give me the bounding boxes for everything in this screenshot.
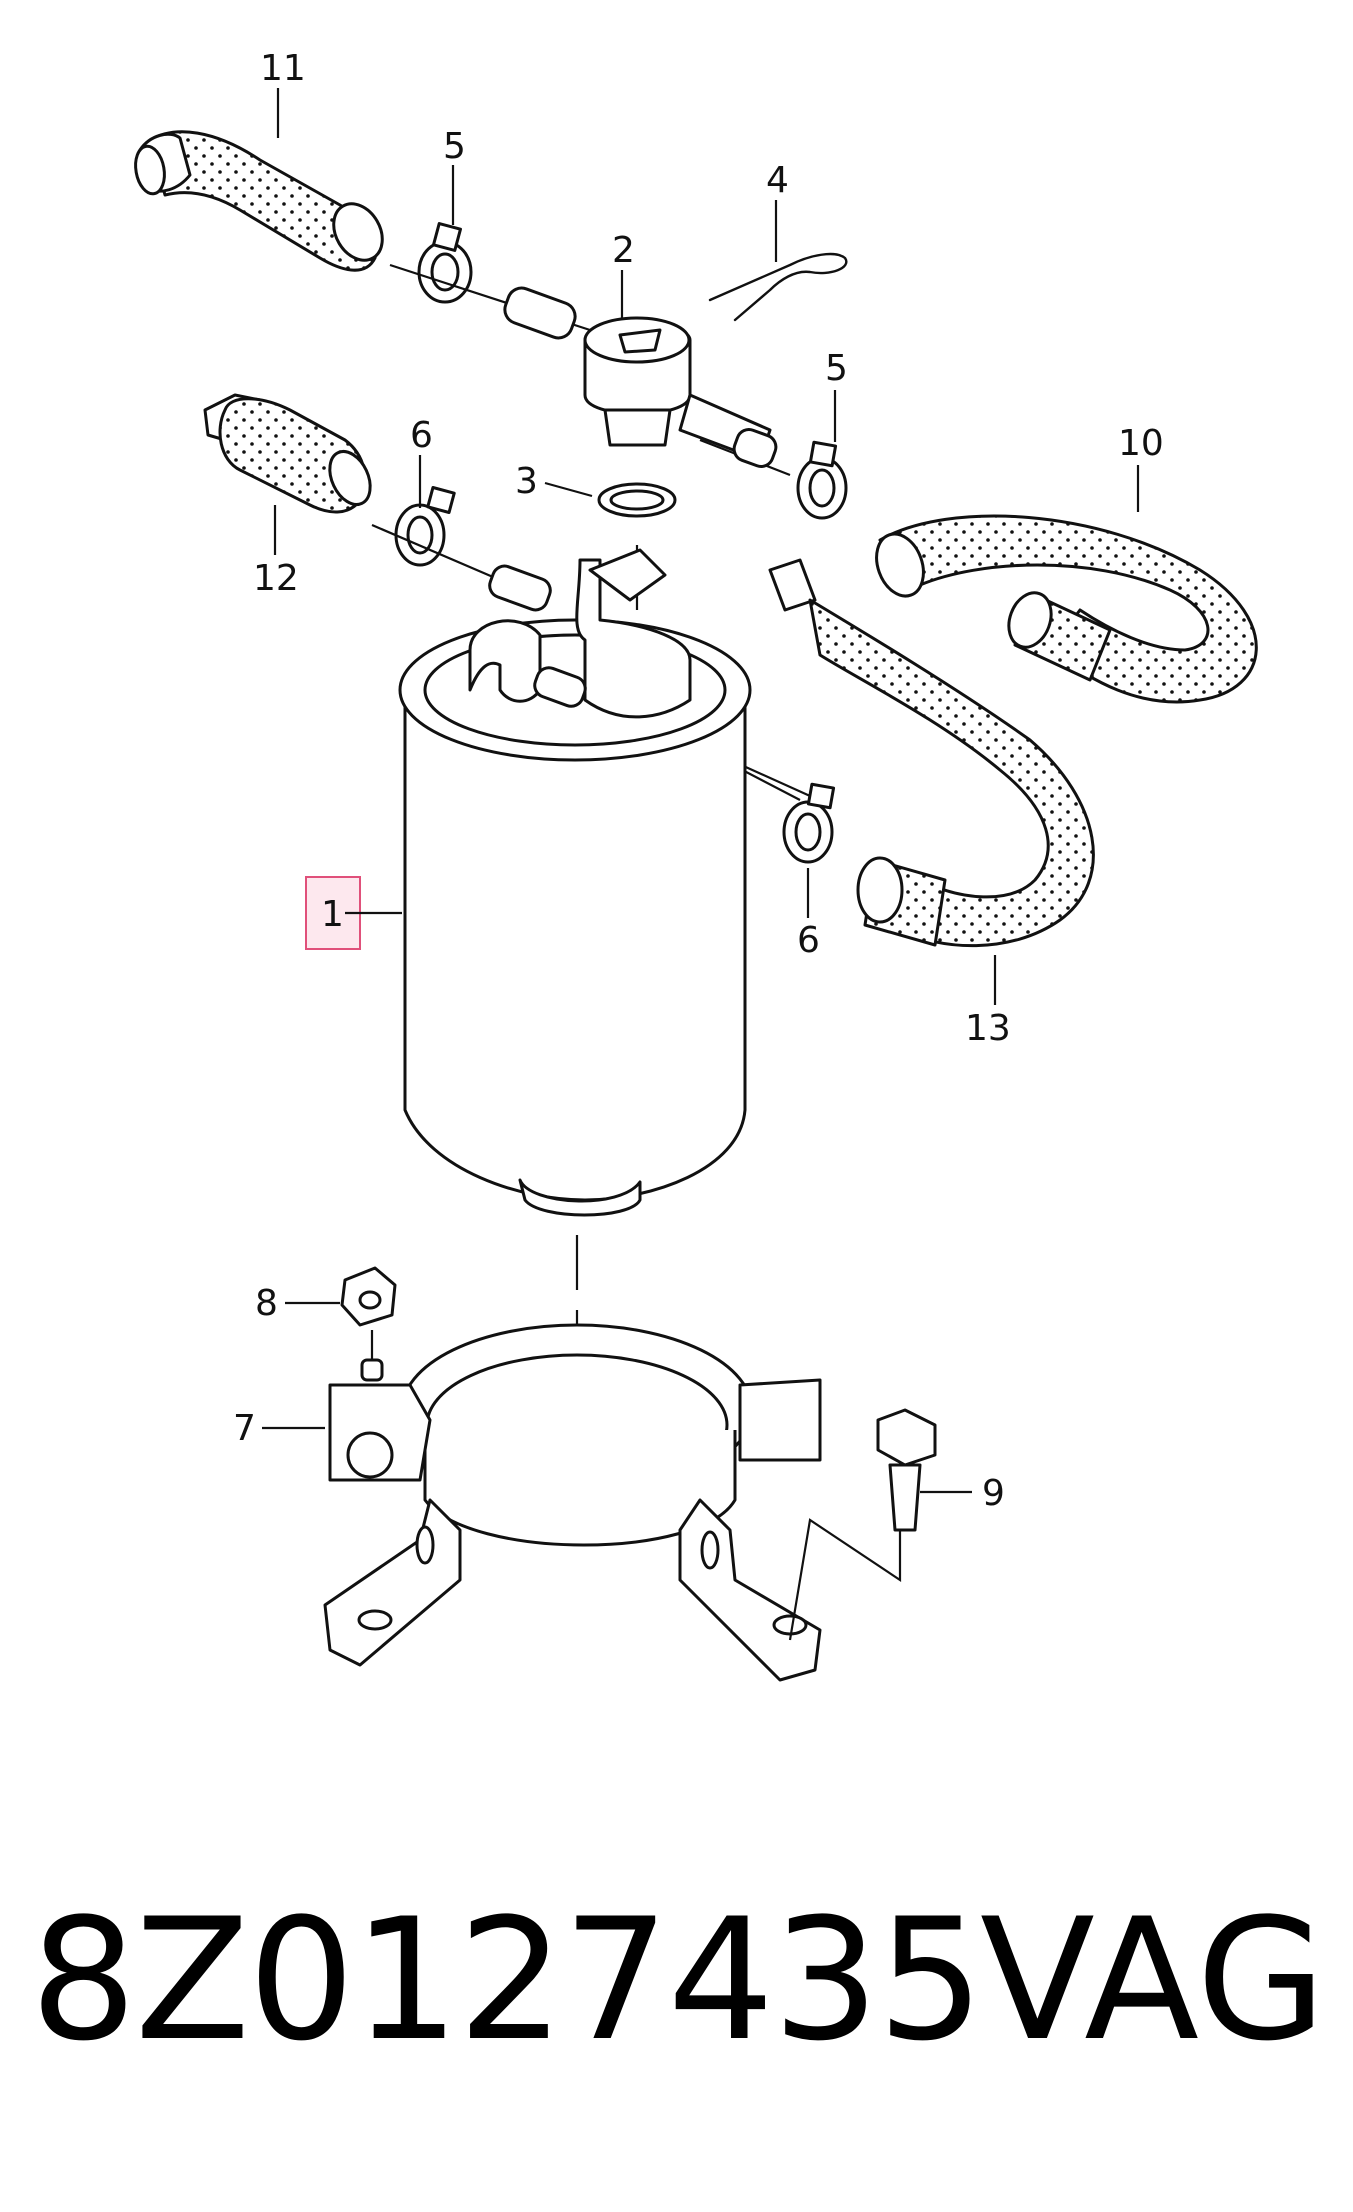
svg-text:13: 13 [965,1008,1011,1049]
svg-text:5: 5 [443,126,466,167]
hose-12 [203,393,372,514]
svg-text:6: 6 [410,415,433,456]
retaining-clip-4 [708,252,848,322]
label-6-bottom: 6 [797,868,820,961]
svg-text:4: 4 [766,160,789,201]
seal-ring-3 [597,482,677,518]
exploded-parts-diagram: 11 5 4 2 5 10 6 3 12 1 6 13 [134,48,1258,1682]
hose-clamp-5-left [417,222,473,304]
svg-text:1: 1 [321,894,344,935]
label-6-top: 6 [410,415,433,508]
label-1[interactable]: 1 [305,876,402,950]
label-11: 11 [260,48,306,138]
hose-clamp-6-left [394,485,456,567]
svg-text:8: 8 [255,1283,278,1324]
svg-text:3: 3 [515,461,538,502]
label-8: 8 [255,1283,340,1324]
hose-clamp-6-right [782,782,836,864]
svg-text:10: 10 [1118,423,1164,464]
label-9: 9 [920,1473,1005,1514]
label-13: 13 [965,955,1011,1049]
svg-text:5: 5 [825,348,848,389]
label-12: 12 [253,505,299,599]
fuel-filter-1 [398,548,752,1217]
hose-10 [875,514,1258,704]
svg-text:12: 12 [253,558,299,599]
label-7: 7 [233,1408,325,1449]
hose-clamp-5-right [796,440,848,520]
svg-text:2: 2 [612,230,635,271]
part-info-footer: 8Z0127435 VAG [0,1880,1353,2140]
label-4: 4 [766,160,789,262]
valve-2 [503,286,778,468]
svg-text:7: 7 [233,1408,256,1449]
hose-11 [134,130,384,272]
label-5-right: 5 [825,348,848,442]
hose-13 [768,558,1095,948]
brand-name: VAG [980,1882,1327,2078]
svg-text:6: 6 [797,920,820,961]
label-2: 2 [612,230,635,318]
svg-text:9: 9 [982,1473,1005,1514]
nut-8 [340,1266,397,1382]
bolt-9 [788,1408,937,1641]
filter-bracket-7 [323,1323,822,1682]
svg-text:11: 11 [260,48,306,89]
label-3: 3 [515,461,593,502]
label-10: 10 [1118,423,1164,512]
part-number: 8Z0127435 [30,1882,984,2078]
label-5-top: 5 [443,126,466,225]
